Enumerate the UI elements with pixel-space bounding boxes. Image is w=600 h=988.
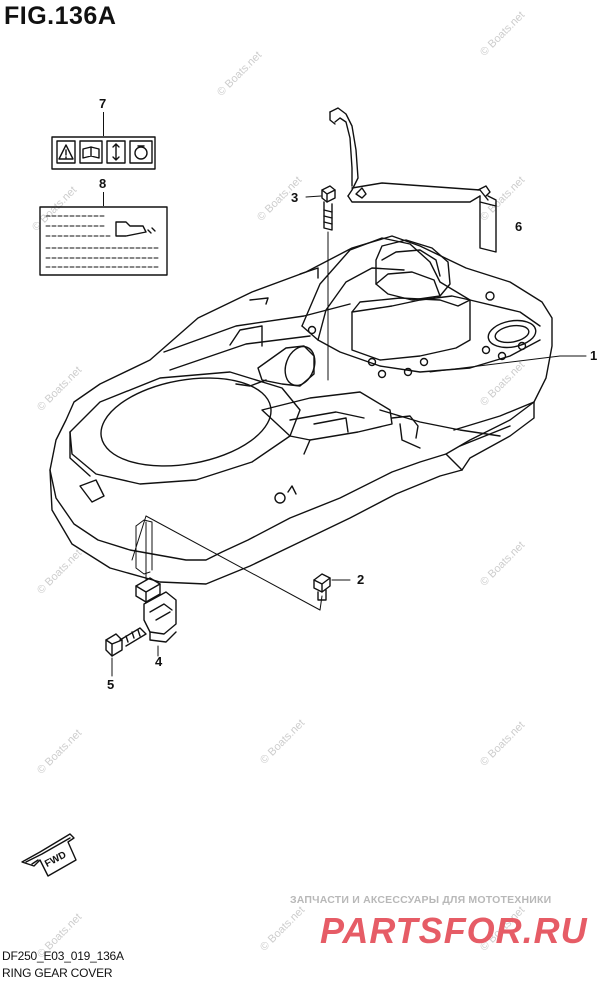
- figure-name: RING GEAR COVER: [2, 966, 113, 980]
- callout-1: 1: [590, 348, 598, 363]
- callout-8: 8: [99, 176, 107, 191]
- ring-gear-cover-part-1: [49, 235, 587, 585]
- callout-2: 2: [357, 572, 365, 587]
- fwd-arrow-icon: [21, 833, 77, 877]
- callout-7: 7: [99, 96, 107, 111]
- callout-4: 4: [155, 654, 163, 669]
- callout-5: 5: [107, 677, 115, 692]
- bolt-part-5: [105, 627, 147, 677]
- callout-6: 6: [515, 219, 523, 234]
- guide-lines: [131, 515, 323, 611]
- shop-slogan: ЗАПЧАСТИ И АКСЕССУАРЫ ДЛЯ МОТОТЕХНИКИ: [290, 894, 552, 906]
- warning-label-part-7: [51, 136, 156, 170]
- figure-code: DF250_E03_019_136A: [2, 949, 124, 963]
- leader-7: [103, 112, 104, 136]
- screw-part-2: [313, 573, 351, 601]
- bracket-part-6: [329, 107, 497, 253]
- callout-3: 3: [291, 190, 299, 205]
- figure-title: FIG.136A: [4, 2, 117, 30]
- leader-8: [103, 192, 104, 206]
- caution-label-part-8: [39, 206, 168, 276]
- shop-logo: PARTSFOR.RU: [320, 910, 588, 951]
